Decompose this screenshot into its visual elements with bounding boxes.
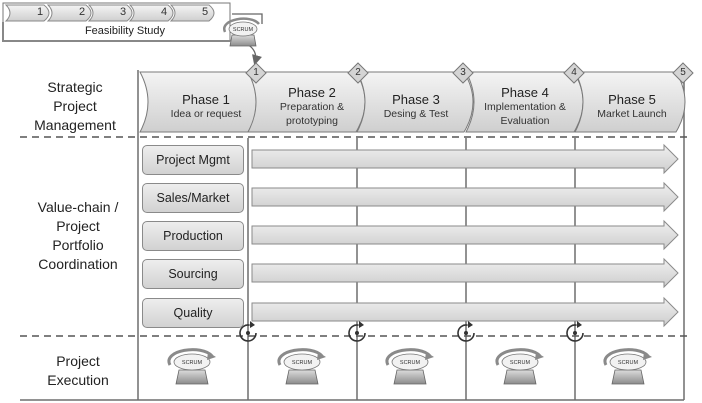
phase-2-title: Phase 2 [288, 85, 336, 100]
feasibility-strip [2, 2, 263, 66]
gate-3-number: 3 [460, 67, 466, 78]
phase-5-subtitle-line-1: Market Launch [597, 108, 667, 120]
feasibility-scrum-icon: SCRUM [223, 17, 260, 47]
phase-chevrons [139, 71, 686, 133]
feasibility-step-4: 4 [160, 6, 168, 18]
phase-2-subtitle-line-2: prototyping [286, 115, 338, 127]
scrum-icon-5: SCRUM [603, 348, 652, 385]
row-label-strategic-line-1: Strategic [47, 79, 103, 95]
row-label-value-chain: Value-chain / Project Portfolio Coordina… [18, 198, 138, 274]
scrum-icon-4: SCRUM [495, 348, 544, 385]
phase-4-subtitle: Implementation & Evaluation [472, 100, 578, 128]
row-label-value-chain-line-4: Coordination [38, 256, 118, 272]
gate-diamond-1 [245, 62, 267, 84]
scrum-icon-3: SCRUM [385, 348, 434, 385]
cycle-icons [239, 321, 584, 342]
flow-arrows [251, 143, 679, 328]
scrum-label: SCRUM [182, 360, 203, 366]
dashed-separators [20, 136, 688, 337]
flow-arrow-4 [251, 257, 679, 289]
flow-arrow-1 [251, 143, 679, 175]
flow-arrow-2 [251, 181, 679, 213]
feasibility-step-5: 5 [201, 6, 209, 18]
phase-1-subtitle-line-1: Idea or request [170, 108, 242, 120]
phase-2-subtitle-line-1: Preparation & [279, 101, 345, 113]
phase-chevron-3 [356, 71, 474, 133]
phase-1-title: Phase 1 [182, 92, 230, 107]
scrum-icons: SCRUM SCRUM SCRUM SCRUM SCRUM SCRUM [167, 17, 652, 385]
scrum-label: SCRUM [618, 360, 639, 366]
feasibility-chevron-1 [4, 4, 50, 22]
row-label-value-chain-line-3: Portfolio [52, 237, 104, 253]
flow-arrow-5 [251, 296, 679, 328]
scrum-label: SCRUM [400, 360, 421, 366]
phase-chevron-5 [574, 71, 686, 133]
function-sales-market: Sales/Market [142, 183, 244, 213]
cycle-icon-3 [457, 321, 475, 342]
gate-4-number: 4 [571, 67, 577, 78]
gate-diamonds [245, 62, 694, 84]
function-project-mgmt: Project Mgmt [142, 145, 244, 175]
row-label-execution-line-1: Project [56, 353, 100, 369]
feasibility-step-3: 3 [119, 6, 127, 18]
cycle-icon-2 [348, 321, 366, 342]
cycle-icon-4 [566, 321, 584, 342]
cycle-icon-1 [239, 321, 257, 342]
gate-diamond-2 [347, 62, 369, 84]
phase-3-title: Phase 3 [392, 92, 440, 107]
phase-4-title: Phase 4 [501, 85, 549, 100]
row-label-value-chain-line-2: Project [56, 218, 100, 234]
gate-5-number: 5 [680, 67, 686, 78]
function-quality: Quality [142, 298, 244, 328]
scrum-label: SCRUM [233, 27, 254, 33]
flow-arrow-3 [251, 219, 679, 251]
feasibility-chevron-4 [128, 4, 174, 22]
feasibility-step-2: 2 [78, 6, 86, 18]
phase-4-subtitle-line-1: Implementation & [484, 101, 566, 113]
row-label-execution-line-2: Execution [47, 372, 109, 388]
row-label-strategic: Strategic Project Management [18, 78, 132, 135]
feasibility-step-1: 1 [36, 6, 44, 18]
feasibility-label: Feasibility Study [84, 25, 166, 37]
scrum-label: SCRUM [292, 360, 313, 366]
gate-diamond-5 [672, 62, 694, 84]
row-label-strategic-line-3: Management [34, 117, 116, 133]
scrum-icon-2: SCRUM [277, 348, 326, 385]
phase-5-title: Phase 5 [608, 92, 656, 107]
phase-4-subtitle-line-2: Evaluation [500, 115, 550, 127]
scrum-label: SCRUM [510, 360, 531, 366]
row-label-execution: Project Execution [18, 352, 138, 390]
function-production: Production [142, 221, 244, 251]
phase-1-subtitle: Idea or request [158, 107, 254, 121]
function-sourcing: Sourcing [142, 259, 244, 289]
gate-diamond-3 [452, 62, 474, 84]
gate-1-number: 1 [253, 67, 259, 78]
row-label-value-chain-line-1: Value-chain / [37, 199, 119, 215]
gate-2-number: 2 [355, 67, 361, 78]
gate-diamond-4 [563, 62, 585, 84]
row-label-strategic-line-2: Project [53, 98, 97, 114]
phase-5-subtitle: Market Launch [582, 107, 682, 121]
feasibility-chevron-3 [87, 4, 133, 22]
feasibility-chevron-5 [169, 4, 215, 22]
scrum-icon-1: SCRUM [167, 348, 216, 385]
phase-3-subtitle: Desing & Test [366, 107, 466, 121]
phase-2-subtitle: Preparation & prototyping [262, 100, 362, 128]
feasibility-chevron-2 [46, 4, 92, 22]
phase-3-subtitle-line-1: Desing & Test [383, 108, 449, 120]
